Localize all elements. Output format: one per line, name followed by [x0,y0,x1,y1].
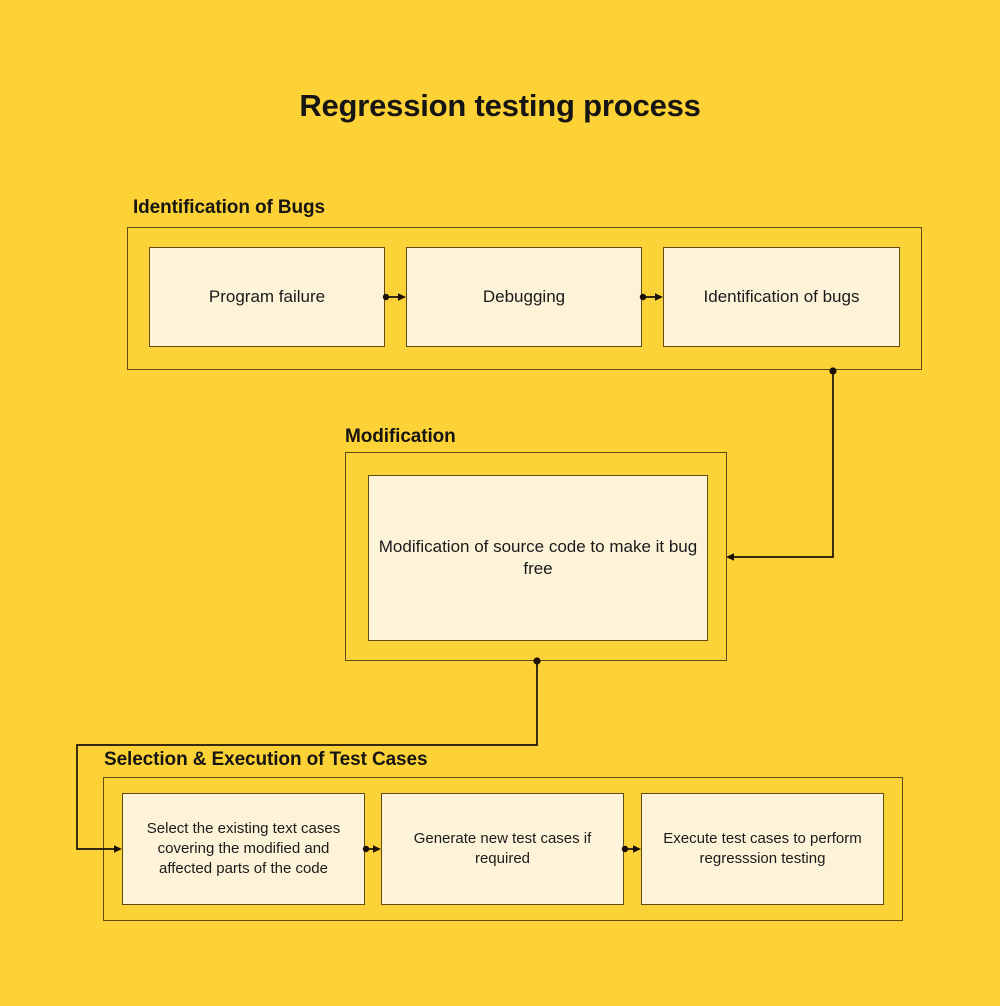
process-box-execute-test-cases[interactable]: Execute test cases to perform regresssio… [641,793,884,905]
process-box-debugging[interactable]: Debugging [406,247,642,347]
process-box-generate-new-test-cases[interactable]: Generate new test cases if required [381,793,624,905]
process-box-program-failure[interactable]: Program failure [149,247,385,347]
section-heading-identification-of-bugs: Identification of Bugs [133,197,326,218]
process-box-select-existing-test-cases[interactable]: Select the existing text cases covering … [122,793,365,905]
page-title: Regression testing process [299,88,701,123]
process-box-identification-of-bugs[interactable]: Identification of bugs [663,247,900,347]
connector-identification-section-to-modification-section [726,367,837,561]
section-heading-modification: Modification [345,426,456,447]
process-box-modification-of-source-code[interactable]: Modification of source code to make it b… [368,475,708,641]
section-heading-selection-execution-of-test-cases: Selection & Execution of Test Cases [104,749,428,770]
